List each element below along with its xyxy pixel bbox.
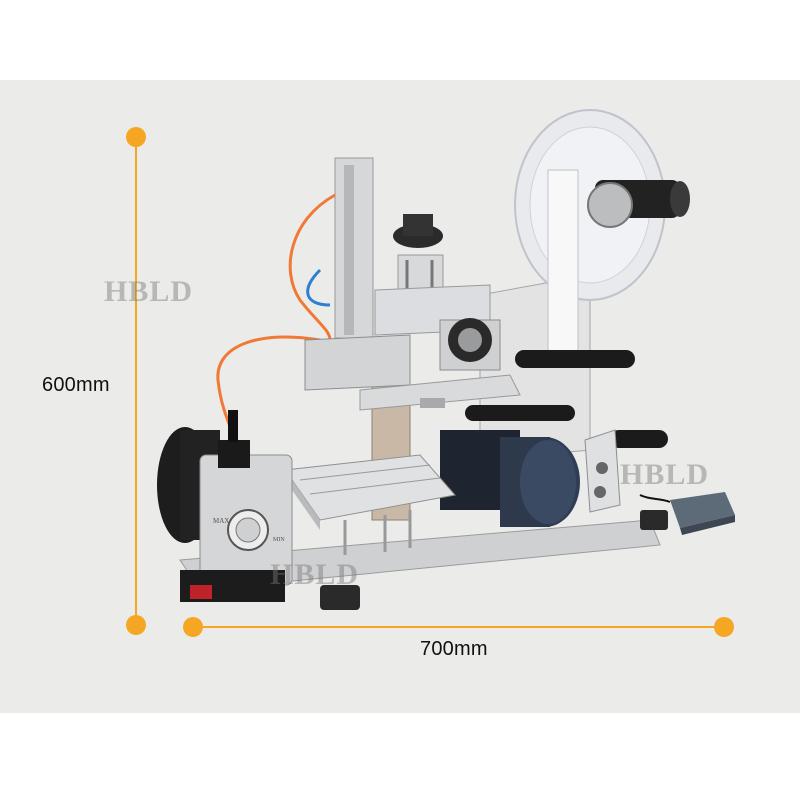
height-dimension-label: 600mm [42,374,110,396]
roller-mid [465,405,575,421]
width-dimension-label: 700mm [420,638,488,660]
foot-pedal [670,492,735,528]
roller-top [515,350,635,368]
product-tray [284,454,456,521]
applicator-head [304,334,411,391]
watermark-left: HBLD [104,275,194,308]
air-tube [288,193,336,341]
watermark-right: HBLD [620,458,710,491]
height-marker-top [126,127,146,147]
roller-right [610,430,668,448]
watermark-bottom: HBLD [270,558,360,591]
pump-min-label: MIN [273,537,285,543]
width-marker-left [183,617,203,637]
pump-max-label: MAX [213,517,229,525]
label-strip [547,169,579,361]
base-foot-right [640,510,668,530]
base-foot-left [320,585,360,610]
height-marker-bottom [126,615,146,635]
width-marker-right [714,617,734,637]
